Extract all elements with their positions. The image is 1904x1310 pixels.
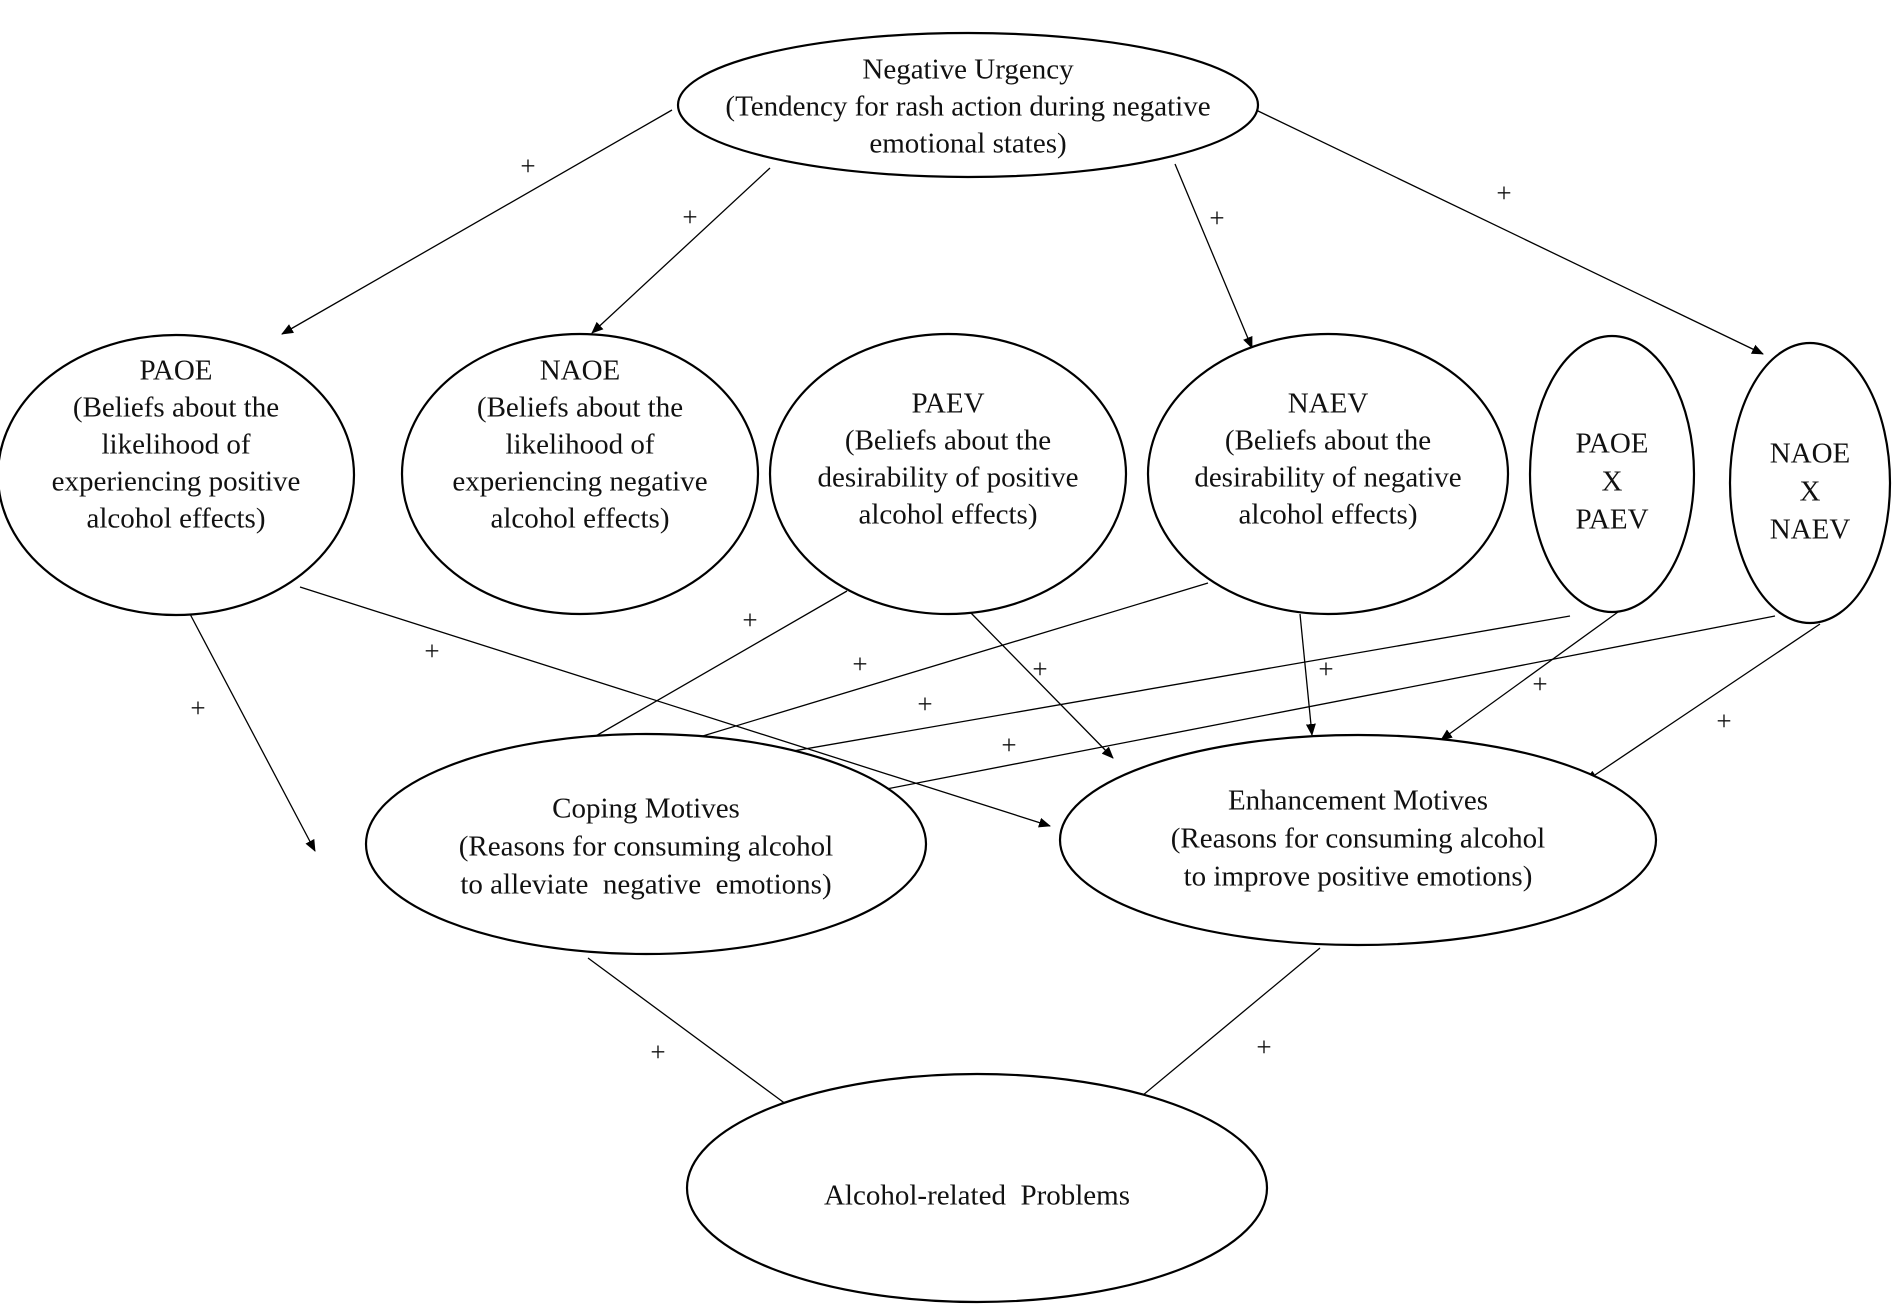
node-ellipse-paev [768,332,1128,616]
arrow-paev-to-coping-motives [574,590,848,749]
node-enhancement-motives: Enhancement Motives (Reasons for consumin… [1058,733,1658,947]
node-naev: NAEV (Beliefs about the desirability of ne… [1146,332,1510,616]
node-paoe: PAOE (Beliefs about the likelihood of exper… [0,333,356,617]
edge-sign-paev-to-coping-motives: + [742,605,757,635]
node-ellipse-paoe [0,333,356,617]
node-description-line: alcohol effects) [490,503,669,535]
arrow-negative-urgency-to-naoe-x-naev [1255,109,1764,355]
node-description-line: (Beliefs about the [1225,425,1431,457]
node-title-naoe-x-naev: NAOE [1770,438,1851,470]
node-description-line: desirability of positive [818,462,1079,494]
node-paev: PAEV (Beliefs about the desirability of po… [768,332,1128,616]
arrow-coping-motives-to-alcohol-related-problems [587,957,799,1114]
node-ellipse-alcohol-related-problems [685,1072,1269,1304]
node-ellipse-enhancement-motives [1058,733,1658,947]
node-ellipse-naev [1146,332,1510,616]
node-description-line: desirability of negative [1194,462,1461,494]
node-title-paev: PAEV [911,388,984,420]
edge-sign-paoe-to-enhancement-motives: + [424,636,439,666]
edge-sign-paoe-to-coping-motives: + [190,693,205,723]
node-description-line: alcohol effects) [86,503,265,535]
node-description-line: X [1800,476,1821,508]
node-ellipse-coping-motives [364,732,928,956]
arrow-enhancement-motives-to-alcohol-related-problems [1124,947,1321,1111]
node-description-line: (Reasons for consuming alcohol [1171,823,1546,855]
node-title-alcohol-related-problems: Alcohol-related Problems [824,1180,1130,1212]
node-description-line: (Beliefs about the [477,392,683,424]
node-title-enhancement-motives: Enhancement Motives [1228,785,1488,817]
edge-sign-naev-to-coping-motives: + [852,649,867,679]
edge-sign-coping-motives-to-alcohol-related-problems: + [650,1037,665,1067]
node-description-line: emotional states) [869,128,1066,160]
node-description-line: NAEV [1770,514,1851,546]
edge-sign-naev-to-enhancement-motives: + [1318,654,1333,684]
node-description-line: (Beliefs about the [73,392,279,424]
node-negative-urgency: Negative Urgency (Tendency for rash actio… [676,31,1260,179]
edge-sign-paev-to-enhancement-motives: + [1032,654,1047,684]
arrow-naev-to-coping-motives [639,582,1209,757]
node-description-line: to alleviate negative emotions) [460,869,831,901]
arrow-paoe-x-paev-to-enhancement-motives [1440,611,1619,741]
node-coping-motives: Coping Motives (Reasons for consuming alc… [364,732,928,956]
arrow-naoe-x-naev-to-enhancement-motives [1585,623,1821,782]
arrow-negative-urgency-to-naoe [591,167,771,334]
edge-sign-negative-urgency-to-naev: + [1209,203,1224,233]
node-naoe: NAOE (Beliefs about the likelihood of exper… [400,332,760,616]
node-ellipse-naoe-x-naev [1728,341,1892,625]
node-description-line: experiencing negative [452,466,707,498]
node-ellipse-paoe-x-paev [1528,334,1696,614]
node-description-line: to improve positive emotions) [1184,861,1533,893]
arrow-paoe-to-enhancement-motives [299,586,1051,828]
node-title-paoe: PAOE [139,355,212,387]
node-naoe-x-naev: NAOE X NAEV [1728,341,1892,625]
node-description-line: PAEV [1575,504,1648,536]
edge-sign-negative-urgency-to-naoe-x-naev: + [1496,178,1511,208]
arrow-paev-to-enhancement-motives [969,611,1114,759]
node-description-line: likelihood of [505,429,654,461]
edge-sign-enhancement-motives-to-alcohol-related-problems: + [1256,1032,1271,1062]
edge-sign-negative-urgency-to-paoe: + [520,151,535,181]
arrow-naoe-x-naev-to-coping-motives [829,615,1776,803]
arrow-paoe-x-paev-to-coping-motives [729,615,1571,766]
node-paoe-x-paev: PAOE X PAEV [1528,334,1696,614]
edge-sign-negative-urgency-to-naoe: + [682,202,697,232]
arrow-naev-to-enhancement-motives [1299,613,1316,736]
edge-sign-paoe-x-paev-to-enhancement-motives: + [1532,669,1547,699]
arrow-negative-urgency-to-naev [1174,163,1253,349]
arrow-paoe-to-coping-motives [189,613,316,852]
node-description-line: (Reasons for consuming alcohol [459,831,834,863]
node-description-line: (Beliefs about the [845,425,1051,457]
node-description-line: alcohol effects) [858,499,1037,531]
arrow-negative-urgency-to-paoe [281,109,673,335]
node-alcohol-related-problems: Alcohol-related Problems [685,1072,1269,1304]
node-ellipse-naoe [400,332,760,616]
node-title-naoe: NAOE [540,355,621,387]
node-description-line: experiencing positive [52,466,301,498]
edge-sign-paoe-x-paev-to-coping-motives: + [917,689,932,719]
node-title-negative-urgency: Negative Urgency [862,54,1074,86]
node-description-line: X [1602,466,1623,498]
node-title-paoe-x-paev: PAOE [1575,428,1648,460]
node-description-line: (Tendency for rash action during negativ… [725,91,1210,123]
node-description-line: likelihood of [101,429,250,461]
node-description-line: alcohol effects) [1238,499,1417,531]
node-title-naev: NAEV [1288,388,1369,420]
edge-sign-naoe-x-naev-to-enhancement-motives: + [1716,706,1731,736]
edge-sign-naoe-x-naev-to-coping-motives: + [1001,730,1016,760]
node-ellipse-negative-urgency [676,31,1260,179]
node-title-coping-motives: Coping Motives [552,793,740,825]
